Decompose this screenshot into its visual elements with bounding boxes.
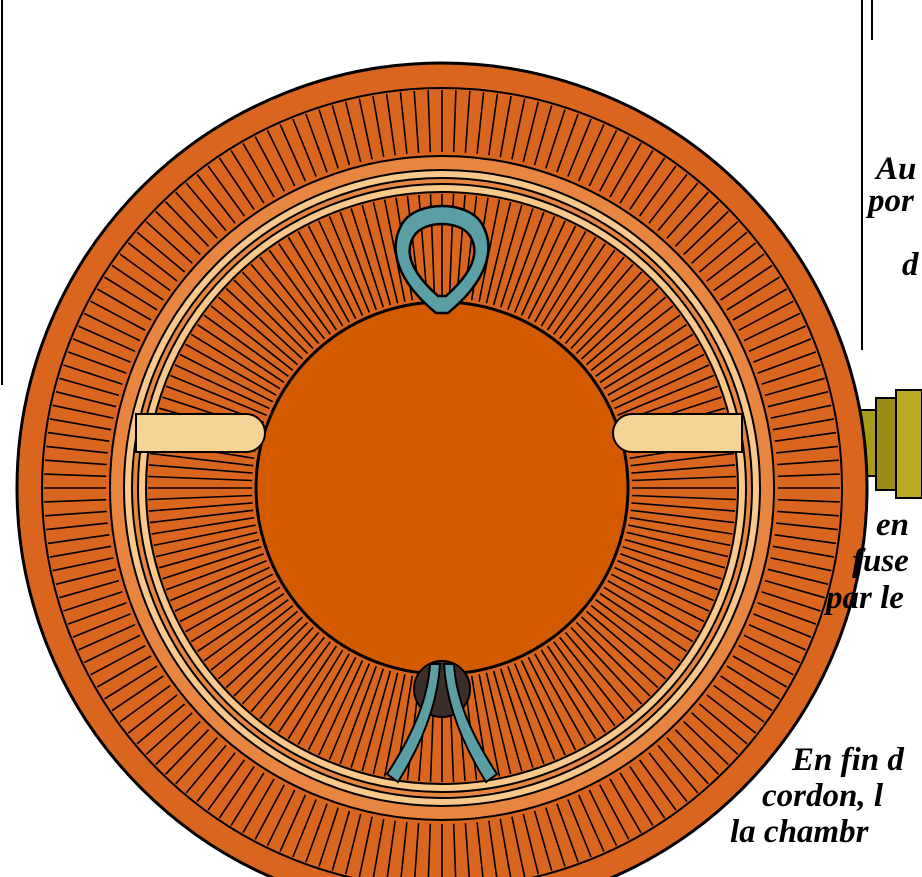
caption-line-8: cordon, l	[762, 779, 883, 813]
caption-line-9: la chambr	[730, 815, 868, 849]
nozzle-neck	[876, 398, 898, 490]
pin-left-icon	[136, 414, 265, 452]
caption-line-1: Au	[876, 152, 916, 186]
center-disc	[256, 302, 628, 674]
pin-right-icon	[613, 414, 742, 452]
nozzle-tip	[896, 390, 922, 498]
caption-line-3: d	[902, 248, 919, 282]
caption-line-5: fuse	[852, 544, 909, 578]
caption-line-6: par le	[826, 581, 904, 615]
caption-line-7: En fin d	[792, 743, 904, 777]
caption-line-2: por	[868, 184, 914, 218]
caption-line-4: en	[876, 508, 909, 542]
